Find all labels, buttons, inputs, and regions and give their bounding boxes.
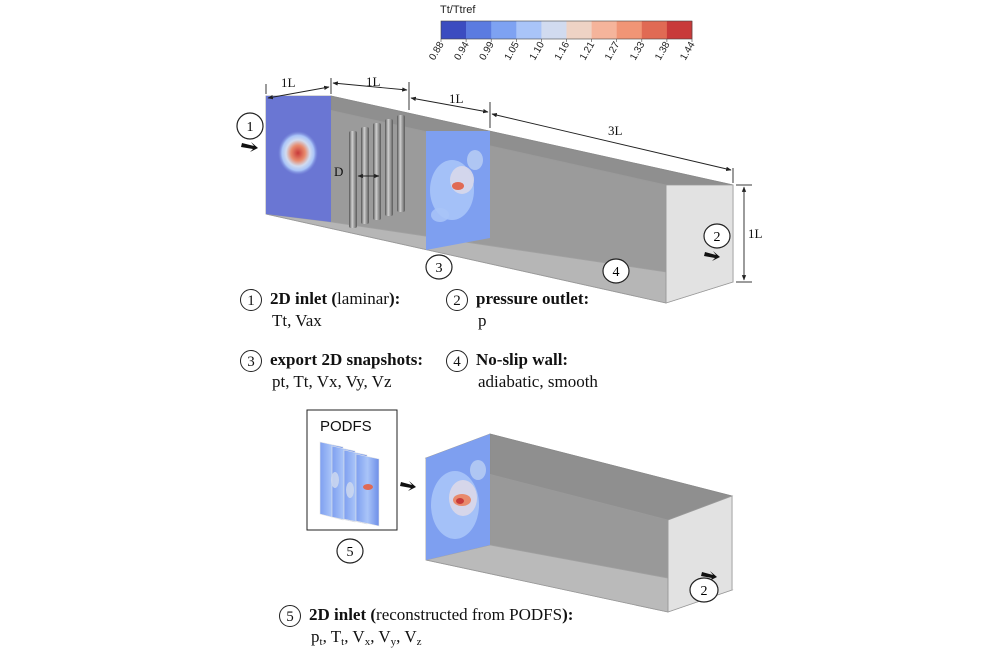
marker-2: 2 [703, 223, 731, 249]
colorbar-swatch [641, 21, 668, 39]
inflow-arrow-icon [241, 142, 258, 152]
dim-label-diameter: D [334, 164, 343, 179]
marker-1: 1 [236, 112, 264, 140]
dim-label-cylinders: 1L [366, 74, 381, 89]
svg-text:4: 4 [613, 265, 620, 280]
colorbar-tick-label: 0.99 [478, 40, 497, 63]
feed-arrow-icon [400, 481, 416, 491]
podfs-box: PODFS 5 [306, 409, 416, 564]
dim-label-snapshot: 1L [449, 91, 464, 106]
colorbar-swatch [616, 21, 643, 39]
colorbar-swatch [666, 21, 693, 39]
legend-item-5-vars: pt, Tt, Vx, Vy, Vz [311, 627, 422, 649]
colorbar-ticks: 0.88 0.94 0.99 1.05 1.10 1.16 1.21 1.27 1.33 1.38… [427, 39, 698, 63]
colorbar-swatch [441, 21, 467, 39]
bottom-marker-2-circle [689, 577, 719, 603]
marker-5-circle [336, 538, 364, 564]
colorbar-title: Tt/Ttref [440, 4, 476, 16]
colorbar: 0.88 0.94 0.99 1.05 1.10 1.16 1.21 1.27 1.33 1.38… [427, 20, 698, 63]
marker-4: 4 [602, 258, 630, 284]
marker-3: 3 [425, 254, 453, 280]
colorbar-swatches [440, 20, 693, 40]
colorbar-swatch [541, 21, 567, 39]
colorbar-swatch [466, 21, 492, 39]
colorbar-tick-label: 1.05 [503, 40, 522, 63]
outflow-arrow-icon [704, 251, 720, 261]
colorbar-tick-label: 1.10 [528, 40, 547, 63]
svg-text:3: 3 [436, 261, 443, 276]
colorbar-tick-label: 1.33 [628, 40, 647, 63]
colorbar-tick-label: 1.44 [678, 40, 697, 63]
inlet-hotspot [278, 131, 318, 175]
colorbar-tick-label: 1.38 [653, 40, 672, 63]
bottom-domain: 2 [424, 433, 734, 613]
colorbar-tick-label: 1.16 [553, 40, 572, 63]
reconstructed-inlet-plane [426, 434, 490, 560]
colorbar-tick-label: 1.21 [578, 40, 597, 63]
colorbar-tick-label: 1.27 [603, 40, 622, 63]
podfs-mode-stack [319, 441, 380, 527]
dim-label-inlet: 1L [281, 75, 296, 90]
marker-5-number: 5 [347, 545, 354, 560]
top-domain: 1L 1L 1L 3L 1L D 1 2 3 [236, 74, 763, 304]
svg-text:1: 1 [247, 120, 254, 135]
bottom-outflow-arrow-icon [701, 571, 717, 581]
podfs-label: PODFS [320, 418, 372, 435]
colorbar-tick-label: 0.88 [427, 40, 446, 63]
colorbar-tick-label: 0.94 [452, 40, 471, 63]
cylinder-array [349, 115, 405, 228]
dim-label-height: 1L [748, 226, 763, 241]
dim-label-rest: 3L [608, 123, 623, 138]
snapshot-plane [426, 131, 490, 250]
colorbar-swatch [566, 21, 592, 39]
colorbar-swatch [491, 21, 517, 39]
svg-text:2: 2 [714, 230, 721, 245]
colorbar-swatch [516, 21, 542, 39]
colorbar-swatch [591, 21, 617, 39]
dimension-lines [265, 78, 752, 283]
bottom-marker-2-number: 2 [701, 584, 708, 599]
